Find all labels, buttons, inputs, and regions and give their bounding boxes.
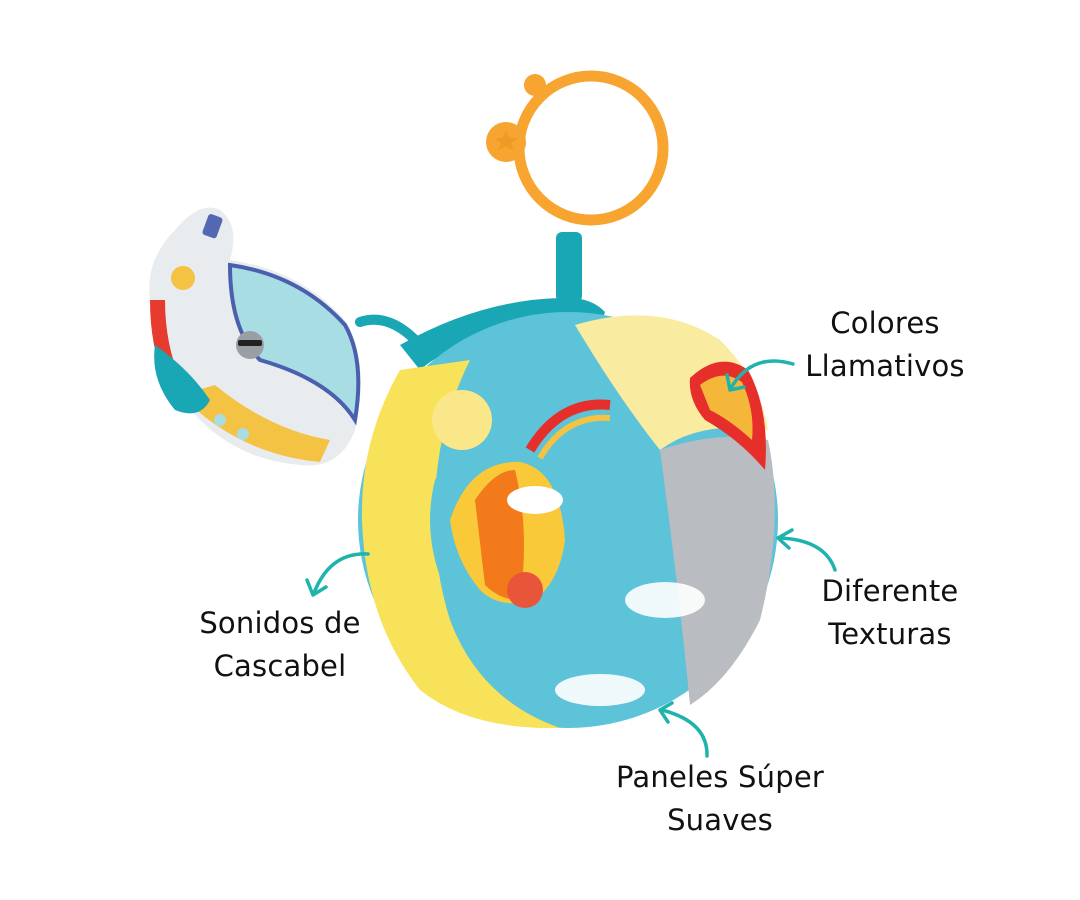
orange-ring-icon — [486, 70, 669, 226]
annotation-sonidos-de-cascabel: Sonidos de Cascabel — [175, 602, 385, 688]
annotation-colores-llamativos: Colores Llamativos — [780, 302, 990, 388]
annotation-line: Sonidos de — [199, 606, 361, 640]
annotation-diferente-texturas: Diferente Texturas — [800, 570, 980, 656]
annotation-line: Cascabel — [213, 649, 347, 683]
annotation-line: Paneles Súper — [616, 760, 824, 794]
arrow-sonidos-icon — [305, 552, 370, 597]
annotation-line: Llamativos — [805, 349, 965, 383]
annotation-line: Diferente — [821, 574, 959, 608]
annotation-line: Suaves — [667, 803, 773, 837]
arrow-colores-icon — [725, 359, 795, 392]
airplane-rattle-icon — [149, 207, 361, 466]
annotation-paneles-super-suaves: Paneles Súper Suaves — [590, 756, 850, 842]
annotation-line: Texturas — [828, 617, 952, 651]
arrow-paneles-icon — [658, 701, 709, 758]
annotation-line: Colores — [830, 306, 940, 340]
hot-air-balloon-flap-icon — [430, 448, 595, 649]
arrow-texturas-icon — [776, 528, 837, 572]
